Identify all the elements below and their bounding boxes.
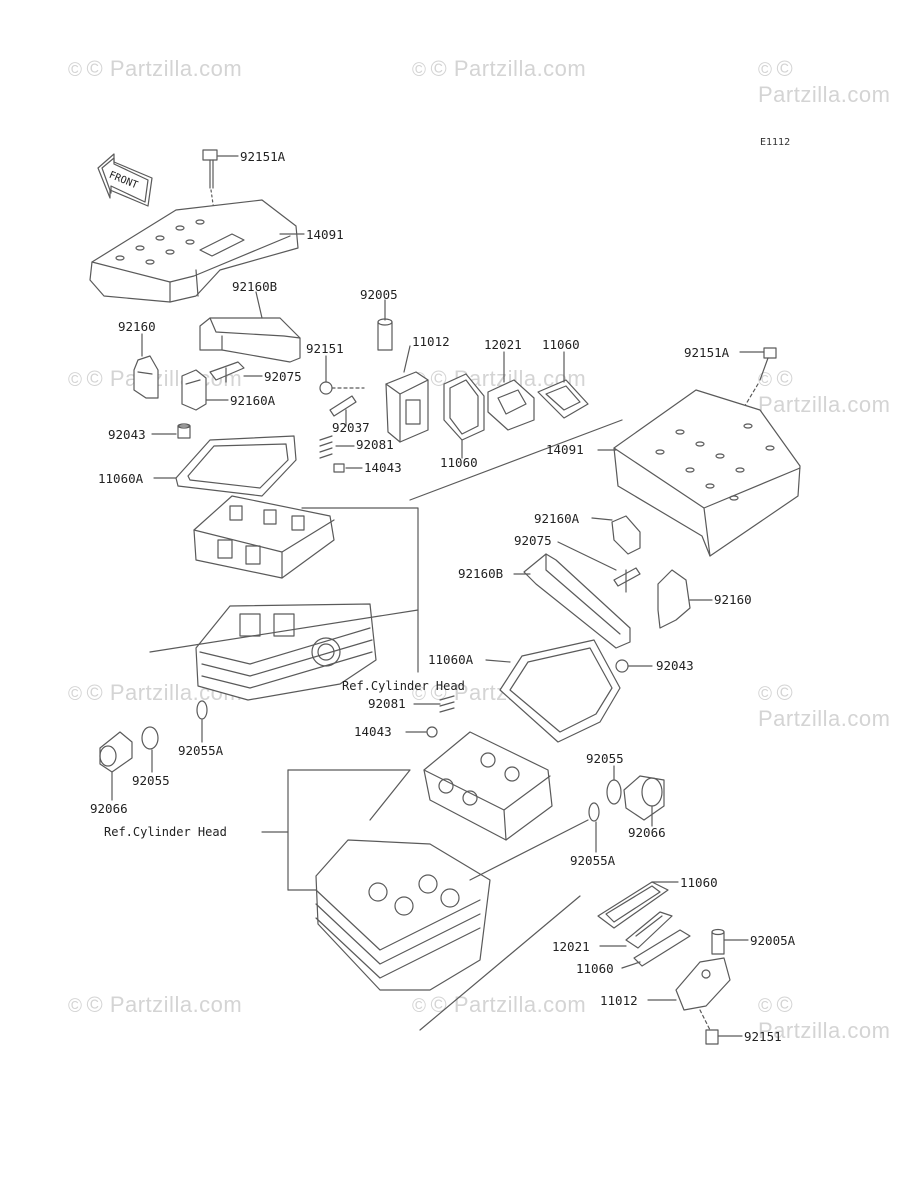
watermark: ©© Partzilla.com [412,992,587,1017]
part-label: 11012 [412,334,450,349]
bracket-92160-left-icon [133,355,159,399]
bolt-92151A-right-icon [739,347,777,415]
head-cover-14091-right-icon [613,389,801,557]
part-label: 92081 [356,437,394,452]
part-label: 92160B [232,279,278,294]
bolt-92151A-top-icon [202,149,218,219]
cap-92043-right-icon [615,659,629,673]
part-label: 92005A [750,933,796,948]
plate-92160B-left-icon [199,317,301,363]
part-label: 92160 [714,592,752,607]
bracket-92160A-right-icon [611,515,641,555]
part-label: 92081 [368,696,406,711]
part-label: 92066 [628,825,666,840]
part-label: 11060A [98,471,144,486]
plate-92075-left-icon [209,361,245,383]
oring-92055-right-icon [606,779,622,805]
front-arrow-icon [97,153,153,207]
part-label: 92005 [360,287,398,302]
part-label: 92037 [332,420,370,435]
ref-label: Ref.Cylinder Head [104,825,227,839]
watermark: ©© Partzilla.com [68,992,243,1017]
gasket-11060-mid-icon [443,373,485,441]
oring-92055A-right-icon [588,802,600,822]
part-label: 12021 [484,337,522,352]
part-label: 92055 [132,773,170,788]
cam-holder-upper-icon [193,495,335,579]
part-label: 92075 [514,533,552,548]
reed-valve-12021-lower-icon [625,911,673,949]
part-label: 11060 [576,961,614,976]
gasket-11060-lower2-icon [633,929,691,967]
cylinder-head-lower-icon [315,839,491,991]
gasket-11060A-left-icon [175,435,297,497]
watermark: ©© Partzilla.com [758,56,891,107]
gasket-11060-upper-icon [537,379,589,419]
pipe-92005A-icon [711,928,725,955]
spring-92081-upper-icon [319,435,333,459]
part-label: 92055A [178,743,224,758]
plate-92160B-right-icon [523,553,631,649]
part-label: 92055 [586,751,624,766]
part-label: 92160 [118,319,156,334]
housing-11012-lower-icon [675,957,731,1011]
plate-92075-right-icon [613,567,641,593]
watermark: ©© Partzilla.com [68,56,243,81]
bracket-92160-right-icon [657,569,691,629]
part-label: 11012 [600,993,638,1008]
bolt-92151-lower-icon [699,1009,719,1045]
pipe-92005-top-icon [377,318,393,351]
gasket-11060-lower1-icon [597,881,669,929]
part-label: 11060 [440,455,478,470]
part-label: 92055A [570,853,616,868]
part-label: 92066 [90,801,128,816]
part-label: 12021 [552,939,590,954]
part-label: 92151 [744,1029,782,1044]
ref-label: Ref.Cylinder Head [342,679,465,693]
cap-92043-left-icon [177,423,191,439]
part-label: 92151A [240,149,286,164]
fitting-92066-right-icon [623,775,665,821]
spring-92081-lower-icon [439,695,455,713]
part-label: 92160B [458,566,504,581]
diagram-code: E1112 [760,137,791,148]
part-label: 11060A [428,652,474,667]
part-label: 92075 [264,369,302,384]
part-label: 14091 [546,442,584,457]
oring-92055-left-icon [141,726,159,750]
fitting-92066-left-icon [99,731,133,773]
gasket-11060A-right-icon [499,639,621,743]
part-label: 92151 [306,341,344,356]
oring-92055A-left-icon [196,700,208,720]
head-cover-14091-left-icon [89,199,299,303]
part-label: 92043 [656,658,694,673]
part-label: 14043 [354,724,392,739]
reed-valve-12021-mid-icon [487,379,535,431]
part-label: 14043 [364,460,402,475]
watermark: ©© Partzilla.com [758,992,891,1043]
housing-11012-mid-icon [385,371,429,443]
bracket-92160A-left-icon [181,369,207,411]
watermark: ©© Partzilla.com [758,680,891,731]
part-label: 92160A [230,393,276,408]
pin-92037-icon [329,395,357,417]
part-label: 14091 [306,227,344,242]
part-label: 11060 [542,337,580,352]
watermark: ©© Partzilla.com [412,56,587,81]
watermark: ©© Partzilla.com [758,366,891,417]
cap-14043-lower-icon [426,726,438,738]
part-label: 92151A [684,345,730,360]
cap-14043-upper-icon [333,463,345,473]
part-label: 92043 [108,427,146,442]
part-label: 92160A [534,511,580,526]
cam-holder-lower-icon [423,731,553,841]
bolt-92151-mid-icon [319,381,365,395]
part-label: 11060 [680,875,718,890]
